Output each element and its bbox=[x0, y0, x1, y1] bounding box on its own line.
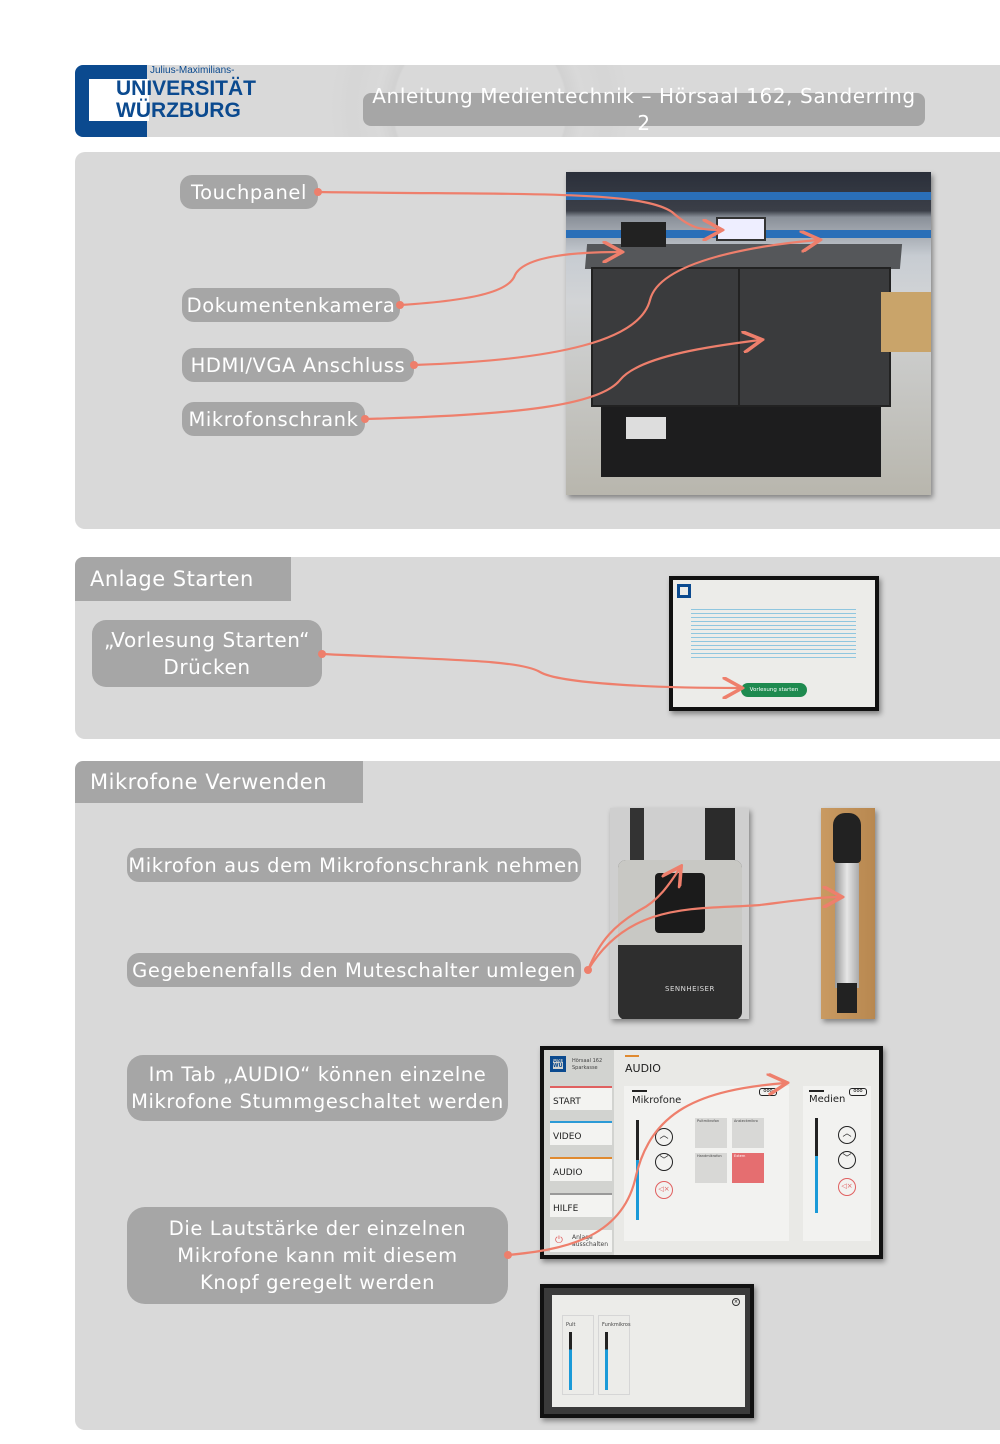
brand-text: SENNHEISER bbox=[665, 985, 715, 993]
instruction-start-line1: „Vorlesung Starten“ bbox=[103, 627, 311, 652]
media-volume-slider[interactable] bbox=[815, 1118, 818, 1213]
volume-popup-screen: × Pult Funkmikros bbox=[540, 1284, 754, 1418]
label-hdmi-vga: HDMI/VGA Anschluss bbox=[182, 348, 414, 382]
mics-title: Mikrofone bbox=[632, 1095, 682, 1106]
arrow-volume bbox=[507, 1083, 785, 1257]
volume-up-icon[interactable]: ︿ bbox=[838, 1126, 856, 1144]
nav-video[interactable]: VIDEO bbox=[550, 1121, 612, 1145]
mute-icon[interactable]: ◁× bbox=[838, 1178, 856, 1196]
volume-down-icon[interactable]: ﹀ bbox=[655, 1153, 673, 1171]
volume-down-icon[interactable]: ﹀ bbox=[838, 1151, 856, 1169]
document-title: Anleitung Medientechnik – Hörsaal 162, S… bbox=[363, 84, 925, 135]
arrow-vorlesung bbox=[321, 652, 740, 688]
panel-heading: AUDIO bbox=[625, 1062, 661, 1075]
step-volume: Die Lautstärke der einzelnen Mikrofone k… bbox=[127, 1207, 508, 1304]
arrow-document-camera bbox=[399, 252, 620, 307]
popup-channel-label: Pult bbox=[566, 1322, 576, 1328]
step-audio-tab: Im Tab „AUDIO“ können einzelne Mikrofone… bbox=[127, 1055, 508, 1121]
channel-ansteckmikro[interactable]: Ansteckmikro bbox=[732, 1118, 764, 1148]
mics-card: Mikrofone ooo ︿ ﹀ ◁× Pultmikrofon Anstec… bbox=[624, 1086, 789, 1241]
nav-start[interactable]: START bbox=[550, 1086, 612, 1110]
step-mute-switch: Gegebenenfalls den Muteschalter umlegen bbox=[127, 953, 581, 987]
step-volume-line1: Die Lautstärke der einzelnen bbox=[168, 1217, 467, 1240]
channel-extern[interactable]: Extern bbox=[732, 1153, 764, 1183]
channel-label: Ansteckmikro bbox=[734, 1119, 758, 1123]
instruction-start: „Vorlesung Starten“ Drücken bbox=[92, 620, 322, 687]
arrow-mic-cabinet bbox=[364, 340, 760, 421]
label-document-camera: Dokumentenkamera bbox=[182, 288, 400, 322]
channel-label: Extern bbox=[734, 1154, 746, 1158]
nav-audio[interactable]: AUDIO bbox=[550, 1157, 612, 1181]
arrow-touchpanel bbox=[317, 190, 720, 230]
logo-line1: UNIVERSITÄT bbox=[116, 77, 257, 100]
media-title: Medien bbox=[809, 1094, 846, 1105]
channel-handmikrofon[interactable]: Handmikrofon bbox=[695, 1153, 727, 1183]
step-audio-line1: Im Tab „AUDIO“ können einzelne bbox=[148, 1063, 487, 1086]
channel-label: Handmikrofon bbox=[697, 1154, 722, 1158]
power-icon: ⏻ bbox=[555, 1235, 563, 1246]
media-card: Medien ooo ︿ ﹀ ◁× bbox=[803, 1086, 871, 1241]
arrow-mute-transmitter bbox=[586, 868, 680, 971]
logo-line2: WÜRZBURG bbox=[116, 99, 241, 122]
instruction-start-line2: Drücken bbox=[163, 654, 251, 679]
power-label: Anlage ausschalten bbox=[572, 1234, 609, 1248]
volume-up-icon[interactable]: ︿ bbox=[655, 1128, 673, 1146]
mute-icon[interactable]: ◁× bbox=[655, 1181, 673, 1199]
panel-logo: UNI WÜ bbox=[550, 1056, 566, 1072]
arrow-mute-handheld bbox=[587, 897, 840, 971]
section-title-microphones: Mikrofone Verwenden bbox=[75, 761, 363, 803]
label-mic-cabinet: Mikrofonschrank bbox=[182, 402, 365, 436]
channel-label: Pultmikrofon bbox=[697, 1119, 720, 1123]
more-options-icon[interactable]: ooo bbox=[849, 1088, 867, 1096]
step-take-microphone: Mikrofon aus dem Mikrofonschrank nehmen bbox=[127, 848, 581, 882]
funk-slider[interactable] bbox=[605, 1332, 608, 1390]
vorlesung-starten-button[interactable]: Vorlesung starten bbox=[741, 683, 807, 697]
close-icon[interactable]: × bbox=[732, 1298, 740, 1306]
step-audio-line2: Mikrofone Stummgeschaltet werden bbox=[131, 1090, 504, 1113]
label-touchpanel: Touchpanel bbox=[180, 175, 318, 209]
handheld-mic-photo bbox=[821, 808, 875, 1019]
step-volume-line2: Mikrofone kann mit diesem bbox=[177, 1244, 458, 1267]
channel-pultmikrofon[interactable]: Pultmikrofon bbox=[695, 1118, 727, 1148]
panel-room: Hörsaal 162 bbox=[572, 1058, 603, 1064]
panel-sub: Sparkasse bbox=[572, 1065, 598, 1071]
popup-channel-label: Funkmikros bbox=[602, 1322, 631, 1328]
logo-small-text: Julius-Maximilians- bbox=[150, 65, 235, 76]
section-title-start: Anlage Starten bbox=[75, 557, 291, 601]
nav-hilfe[interactable]: HILFE bbox=[550, 1193, 612, 1217]
audio-panel-screen: UNI WÜ Hörsaal 162 Sparkasse START VIDEO… bbox=[540, 1046, 883, 1259]
arrow-hdmi bbox=[413, 240, 818, 367]
step-volume-line3: Knopf geregelt werden bbox=[199, 1271, 436, 1294]
pult-slider[interactable] bbox=[569, 1332, 572, 1390]
